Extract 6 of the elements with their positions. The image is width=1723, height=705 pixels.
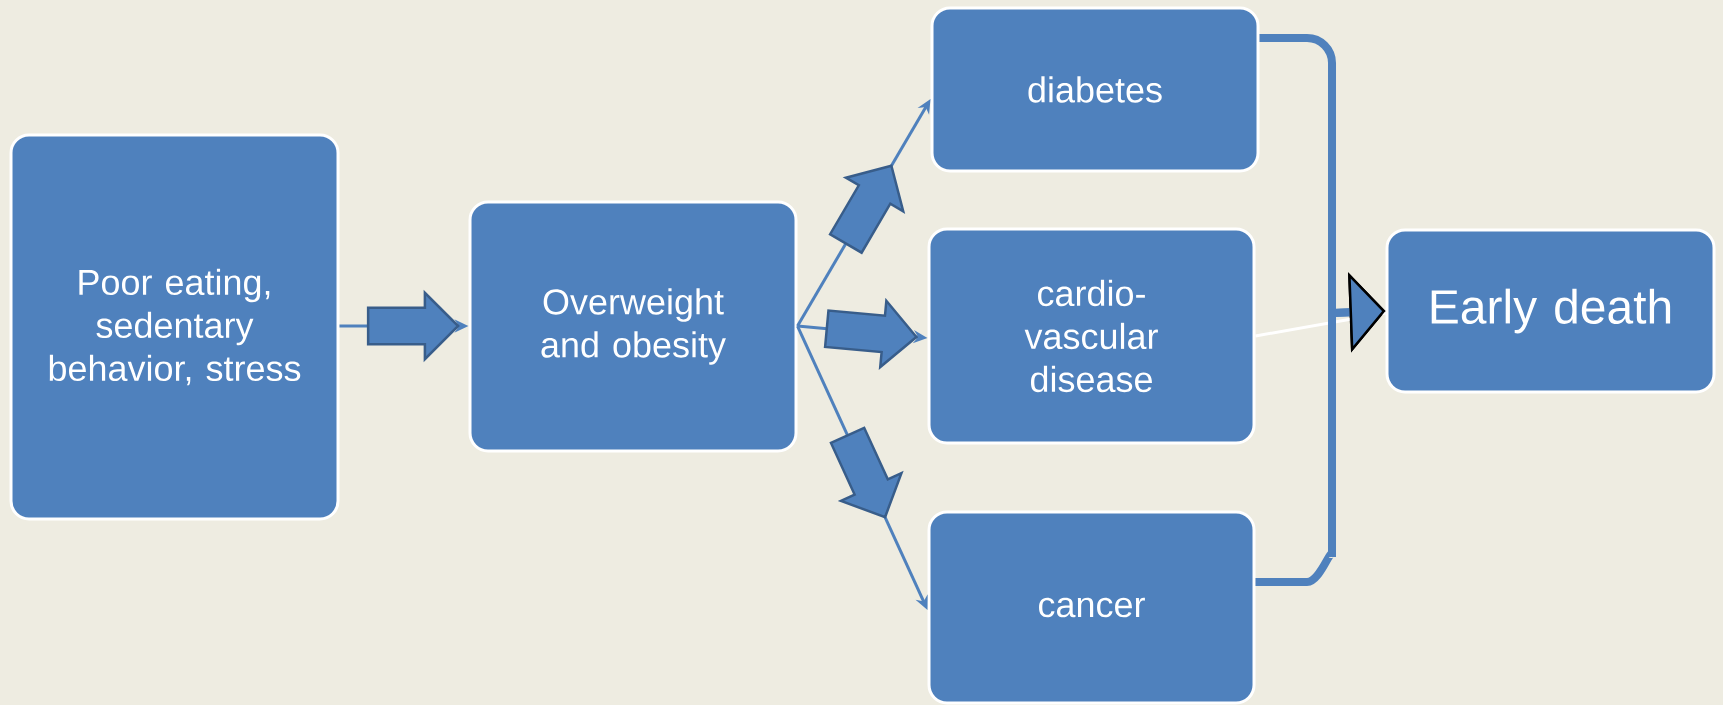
process-box: cardio- vascular disease: [927, 227, 1256, 445]
process-box: Overweight and obesity: [468, 200, 798, 453]
process-box: cancer: [927, 510, 1256, 705]
process-box: Poor eating, sedentary behavior, stress: [9, 133, 340, 521]
process-box: Early death: [1385, 228, 1716, 394]
process-box: diabetes: [930, 6, 1260, 173]
